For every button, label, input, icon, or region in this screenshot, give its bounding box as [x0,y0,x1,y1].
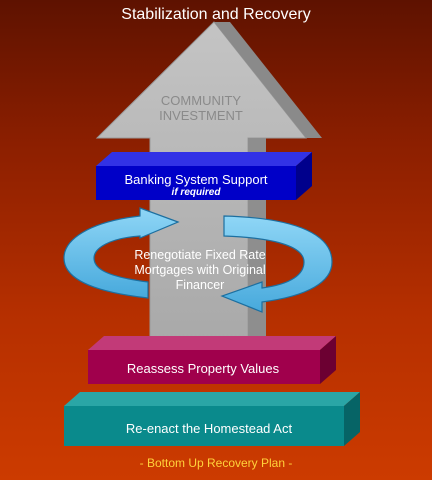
community-investment-label: COMMUNITY INVESTMENT [159,93,243,123]
banking-system-label: Banking System Support [124,172,268,187]
homestead-act-box [64,392,360,446]
renegotiate-mortgages-label: Renegotiate Fixed Rate Mortgages with Or… [134,248,266,292]
homestead-act-label: Re-enact the Homestead Act [125,421,293,436]
renegotiate-cycle-arrows [63,207,333,313]
banking-system-box [96,152,312,200]
diagram-title: Stabilization and Recovery [121,6,311,23]
reassess-property-box [88,336,336,384]
banking-system-sublabel: if required [171,187,221,198]
footer-caption: - Bottom Up Recovery Plan - [139,456,293,470]
reassess-property-label: Reassess Property Values [126,361,280,376]
